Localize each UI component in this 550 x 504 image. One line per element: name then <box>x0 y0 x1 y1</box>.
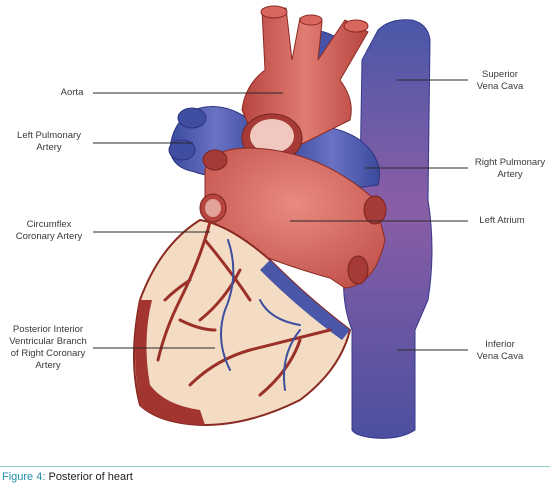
caption-divider <box>0 466 550 467</box>
figure-number: Figure 4: <box>2 471 46 483</box>
circumflex-artery-shape <box>199 193 227 223</box>
label-superior-vena-cava: Superior Vena Cava <box>476 69 524 92</box>
ventricle-shape <box>133 218 352 427</box>
label-left-pulmonary-artery: Left Pulmonary Artery <box>17 130 81 153</box>
label-circumflex-coronary-artery: Circumflex Coronary Artery <box>15 219 83 242</box>
figure-caption: Figure 4: Posterior of heart <box>2 471 133 483</box>
figure-caption-text: Posterior of heart <box>45 471 133 483</box>
left-atrium-shape <box>202 147 387 289</box>
vena-cava-shape <box>343 19 433 439</box>
label-inferior-vena-cava: Inferior Vena Cava <box>476 339 524 362</box>
label-posterior-interior-ventricular-branch: Posterior Interior Ventricular Branch of… <box>9 324 87 371</box>
label-aorta: Aorta <box>60 87 84 98</box>
label-right-pulmonary-artery: Right Pulmonary Artery <box>474 157 546 180</box>
label-left-atrium: Left Atrium <box>479 215 525 226</box>
leader-lines <box>93 79 468 351</box>
